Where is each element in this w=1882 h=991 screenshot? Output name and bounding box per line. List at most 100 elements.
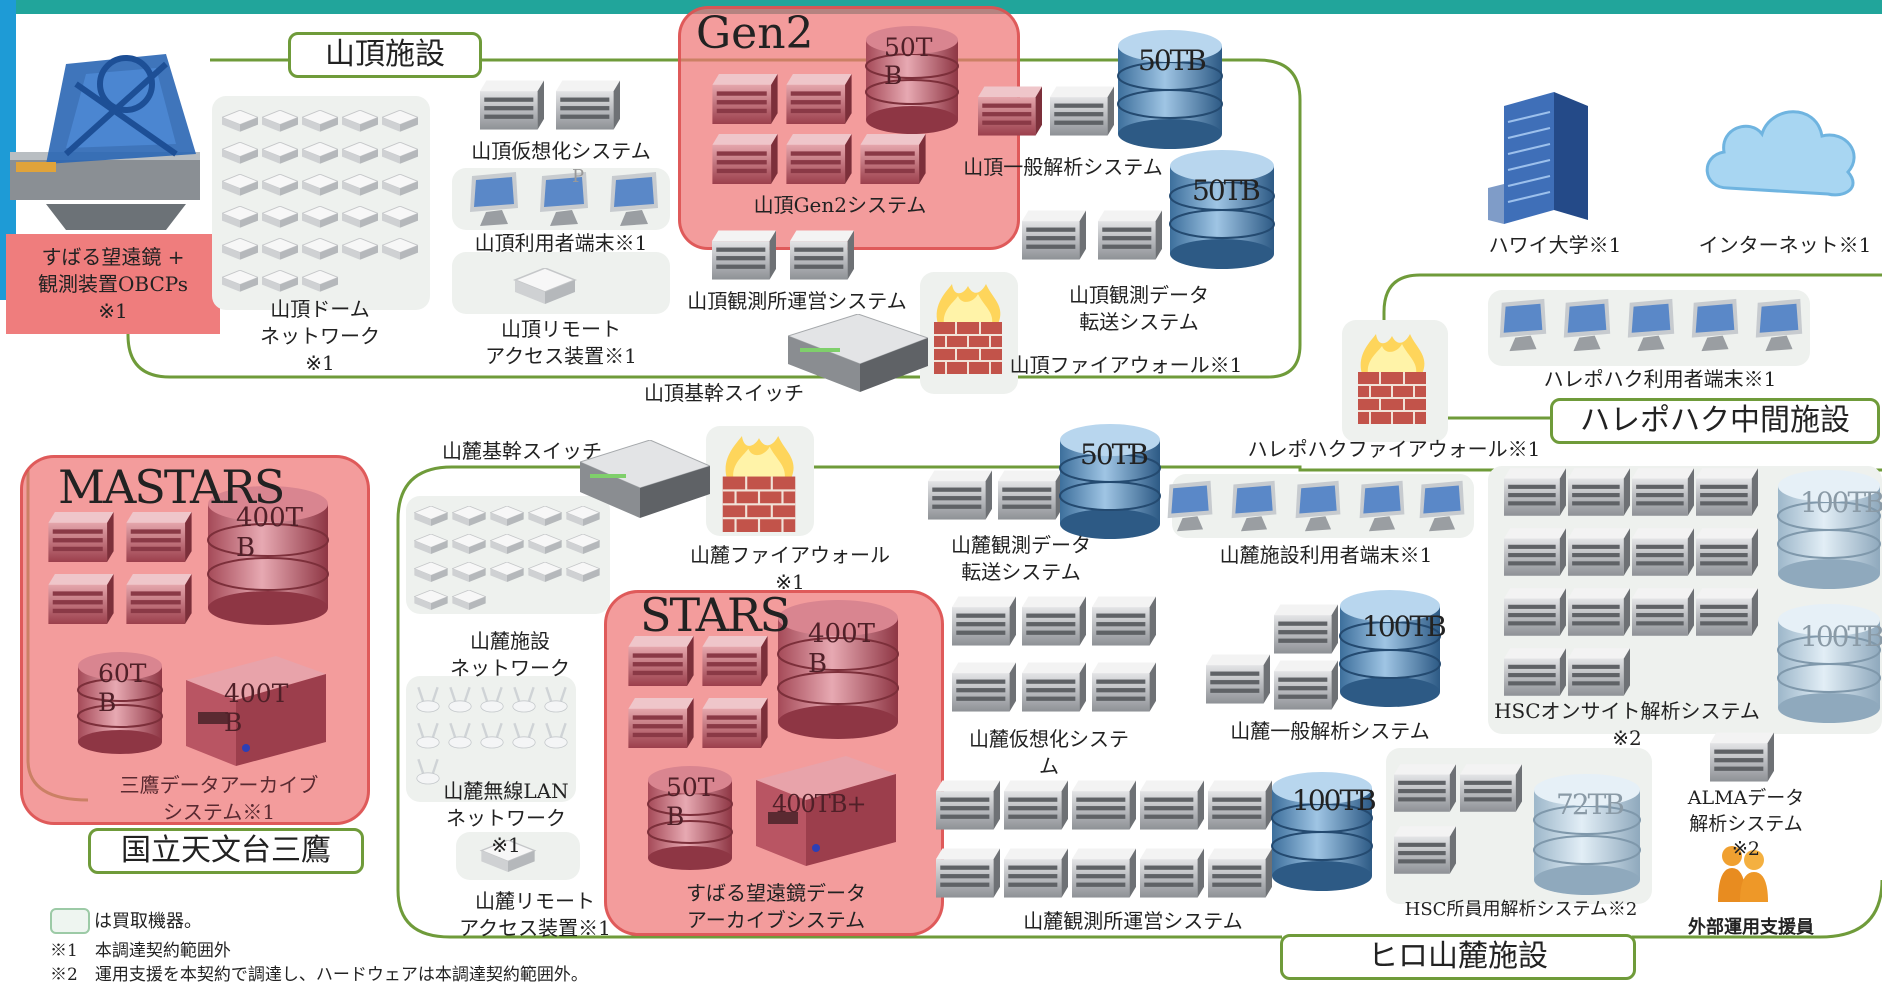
hsc-onsite-capacity-2: 100TB xyxy=(1800,620,1882,653)
hp-terminal-label: ハレポハク利用者端末※1 xyxy=(1543,367,1777,391)
hp-firewall-label: ハレポハクファイアウォール※1 xyxy=(1247,437,1541,461)
summit-analysis-capacity: 50TB xyxy=(1138,44,1207,77)
subaru-obcp-box xyxy=(6,234,220,334)
hsc-staff-capacity: 72TB xyxy=(1556,788,1625,821)
base-transfer-label: 山麓観測データ 転送システム xyxy=(951,533,1091,584)
summit-dome-switches xyxy=(222,110,418,292)
telescope-icon xyxy=(10,54,200,230)
base-backbone-label: 山麓基幹スイッチ xyxy=(442,439,602,463)
base-network-switches xyxy=(414,506,600,610)
base-virt-servers xyxy=(952,596,1156,712)
hilo-facility-tag: ヒロ山麓施設 xyxy=(1280,934,1636,980)
legend-swatch xyxy=(50,908,90,934)
summit-firewall-label: 山頂ファイアウォール※1 xyxy=(1009,353,1243,377)
summit-transfer-storage-icon xyxy=(1169,150,1275,269)
base-firewall-icon xyxy=(721,436,797,532)
base-transfer-storage-icon xyxy=(1059,424,1161,539)
base-analysis-storage-icon xyxy=(1339,590,1441,707)
base-backbone-switch-icon xyxy=(580,440,710,518)
hsc-onsite-storage-1-icon xyxy=(1777,470,1881,589)
summit-transfer-servers xyxy=(1022,210,1162,260)
base-ops-capacity: 100TB xyxy=(1292,784,1377,817)
hsc-staff-storage-icon xyxy=(1533,774,1641,895)
summit-terminal-label: 山頂利用者端末※1 xyxy=(474,231,648,255)
stars-small-storage-icon xyxy=(647,766,733,870)
hale-pohaku-facility-tag: ハレポハク中間施設 xyxy=(1550,398,1880,444)
summit-analysis-label: 山頂一般解析システム xyxy=(963,155,1163,179)
base-terminals xyxy=(1167,480,1465,532)
support-staff-icon xyxy=(1718,846,1768,902)
hsc-onsite-capacity-1: 100TB xyxy=(1800,486,1882,519)
mastars-small-storage-icon xyxy=(77,652,163,754)
building-icon xyxy=(1488,92,1588,224)
mitaka-facility-tag: 国立天文台三鷹 xyxy=(88,828,364,874)
alma-label: ALMAデータ 解析システム ※2 xyxy=(1687,787,1805,861)
external-support-label: 外部運用支援員 xyxy=(1688,917,1814,938)
base-wlan-label: 山麓無線LAN ネットワーク ※1 xyxy=(443,779,569,857)
base-analysis-label: 山麓一般解析システム xyxy=(1230,719,1430,743)
mastars-storage-server xyxy=(186,656,326,766)
mastars-servers xyxy=(48,512,192,624)
base-transfer-servers xyxy=(928,470,1062,520)
mitaka-archive-label: 三鷹データアーカイブ システム※1 xyxy=(119,773,319,824)
hsc-staff-label: HSC所員用解析システム※2 xyxy=(1404,899,1638,920)
stars-storage-server xyxy=(756,756,896,866)
legend-text: は買取機器。 xyxy=(94,911,202,932)
gen2-storage-capacity: 50T B xyxy=(884,33,933,90)
summit-gen2-label: 山頂Gen2システム xyxy=(753,193,927,217)
summit-transfer-capacity: 50TB xyxy=(1192,174,1261,207)
summit-terminals xyxy=(470,172,658,226)
printer-letter: P xyxy=(572,166,585,187)
stars-title: STARS xyxy=(640,588,791,642)
univ-hawaii-label: ハワイ大学※1 xyxy=(1488,233,1622,257)
stars-main-storage-icon xyxy=(777,600,899,739)
hsc-onsite-servers xyxy=(1504,468,1758,696)
hsc-onsite-storage-2-icon xyxy=(1777,604,1881,723)
gen2-title: Gen2 xyxy=(696,8,814,59)
left-frame-bar xyxy=(0,0,16,300)
summit-analysis-servers xyxy=(978,86,1114,136)
summit-facility-tag: 山頂施設 xyxy=(288,32,482,78)
summit-backbone-switch-icon xyxy=(788,314,928,392)
stars-servers xyxy=(628,636,768,748)
summit-ops-servers xyxy=(712,230,854,280)
stars-system-label: すばる望遠鏡データ アーカイブシステム xyxy=(686,881,866,932)
hp-terminals xyxy=(1499,298,1803,352)
summit-virt-label: 山頂仮想化システム xyxy=(471,139,651,163)
mastars-small-capacity: 60T B xyxy=(98,659,147,717)
gen2-storage-icon xyxy=(865,26,959,134)
base-remote-label: 山麓リモート アクセス装置※1 xyxy=(459,889,611,940)
summit-backbone-label: 山頂基幹スイッチ xyxy=(644,381,804,405)
base-transfer-capacity: 50TB xyxy=(1080,438,1149,471)
legend-note-2: ※2 運用支援を本契約で調達し、ハードウェアは本調達契約範囲外。 xyxy=(50,965,588,985)
base-network-label: 山麓施設 ネットワーク xyxy=(450,629,570,680)
internet-cloud-icon xyxy=(1705,110,1856,197)
stars-small-capacity: 50T B xyxy=(666,773,715,831)
mastars-server-capacity: 400T B xyxy=(224,679,289,737)
stars-server-capacity: 400TB+ xyxy=(772,790,867,818)
base-ops-storage-icon xyxy=(1271,772,1373,891)
hsc-onsite-label: HSCオンサイト解析システム ※2 xyxy=(1494,699,1760,750)
stars-main-capacity: 400T B xyxy=(808,619,875,679)
summit-dome-network-label: 山頂ドーム ネットワーク ※1 xyxy=(260,297,380,375)
summit-remote-label: 山頂リモート アクセス装置※1 xyxy=(485,317,637,368)
base-firewall-label: 山麓ファイアウォール ※1 xyxy=(690,543,890,594)
internet-label: インターネット※1 xyxy=(1698,233,1872,257)
summit-transfer-label: 山頂観測データ 転送システム xyxy=(1069,283,1209,334)
mastars-main-capacity: 400T B xyxy=(236,503,303,563)
base-analysis-servers xyxy=(1206,604,1338,710)
base-virt-label: 山麓仮想化システ ム xyxy=(969,727,1129,778)
hp-firewall-icon xyxy=(1357,334,1427,424)
subaru-obcp-label: すばる望遠鏡 + 観測装置OBCPs ※1 xyxy=(38,245,188,323)
summit-virt-servers xyxy=(480,80,620,130)
mastars-main-storage-icon xyxy=(207,486,329,625)
gen2-zone xyxy=(678,6,1020,250)
summit-ops-label: 山頂観測所運営システム xyxy=(687,289,907,313)
base-ops-servers xyxy=(936,780,1272,898)
legend-note-1: ※1 本調達契約範囲外 xyxy=(50,941,231,961)
hsc-staff-servers xyxy=(1394,764,1522,874)
mastars-title: MASTARS xyxy=(58,460,285,514)
base-ops-label: 山麓観測所運営システム xyxy=(1023,909,1243,933)
summit-remote-device xyxy=(514,268,576,304)
base-terminal-label: 山麓施設利用者端末※1 xyxy=(1219,543,1433,567)
